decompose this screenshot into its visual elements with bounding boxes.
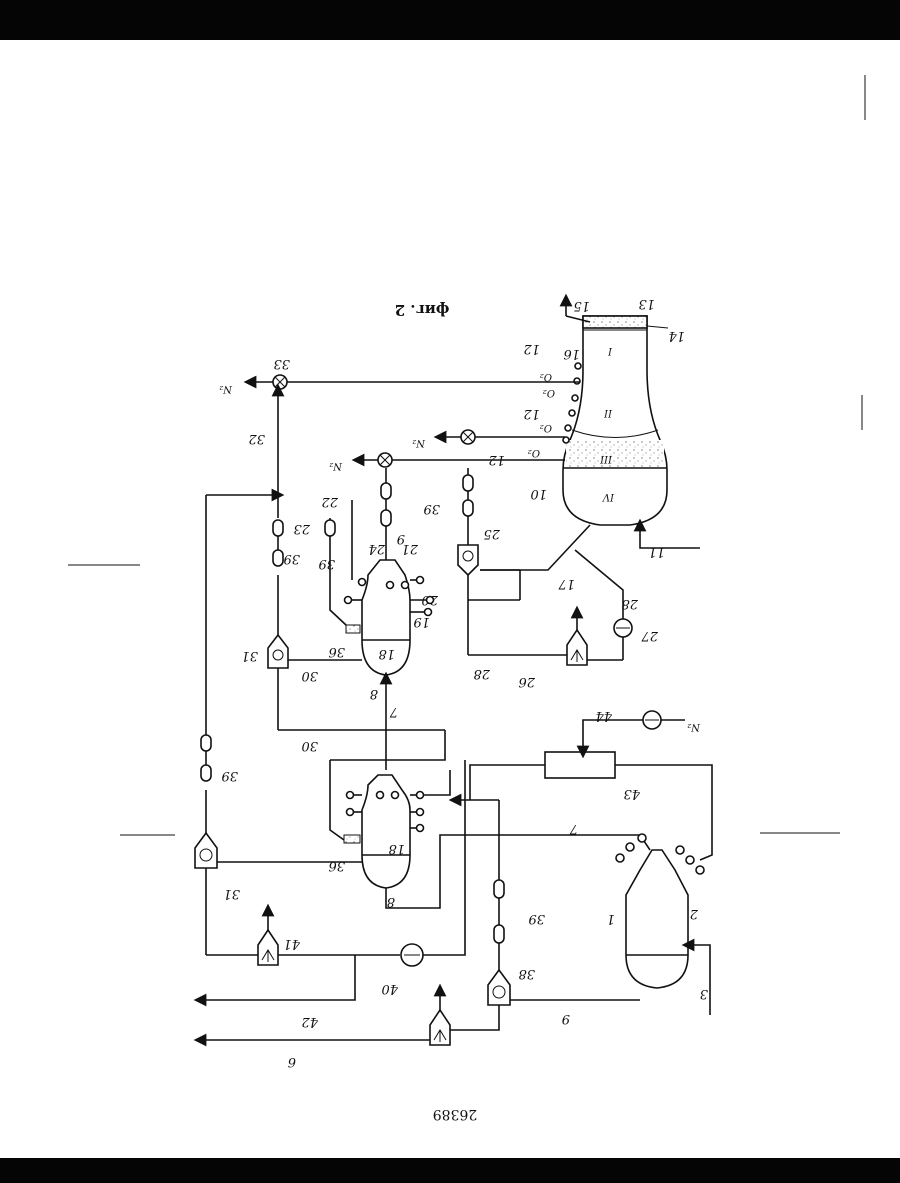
filters-39-upper: [381, 475, 473, 526]
cyclone-38: [488, 970, 510, 1005]
cyclone-25: [458, 545, 478, 575]
svg-text:12: 12: [523, 406, 540, 421]
svg-text:11: 11: [648, 544, 665, 559]
page-number: 26389: [433, 1106, 478, 1122]
svg-text:N₂: N₂: [687, 721, 701, 732]
svg-text:10: 10: [530, 486, 547, 501]
svg-text:21: 21: [401, 541, 419, 556]
svg-text:26: 26: [518, 674, 536, 689]
svg-text:O₂: O₂: [540, 422, 552, 433]
svg-text:28: 28: [621, 596, 639, 611]
pump-44: [643, 711, 661, 729]
svg-text:17: 17: [558, 576, 575, 591]
svg-text:1: 1: [607, 911, 615, 926]
svg-text:8: 8: [370, 686, 378, 701]
svg-text:18: 18: [378, 646, 395, 661]
svg-text:18: 18: [388, 841, 405, 856]
gasifier-1: [626, 850, 688, 988]
svg-text:44: 44: [595, 708, 613, 723]
svg-text:23: 23: [293, 521, 311, 536]
svg-text:3: 3: [700, 986, 708, 1001]
svg-text:16: 16: [563, 346, 580, 361]
svg-text:N₂: N₂: [219, 383, 233, 394]
svg-text:33: 33: [273, 356, 290, 371]
oxygen-inlets: [563, 363, 581, 443]
svg-text:O₂: O₂: [540, 371, 552, 382]
svg-text:N₂: N₂: [329, 460, 343, 471]
cyclone-31-upper: [268, 635, 288, 668]
svg-text:32: 32: [248, 431, 265, 446]
cyclone-31-lower: [195, 833, 217, 868]
svg-text:31: 31: [241, 648, 258, 663]
svg-text:30: 30: [301, 668, 318, 683]
svg-text:24: 24: [368, 541, 386, 556]
svg-text:22: 22: [321, 494, 339, 509]
svg-text:12: 12: [523, 341, 540, 356]
svg-text:7: 7: [389, 704, 398, 719]
svg-text:9: 9: [562, 1011, 570, 1026]
separator-bottom: [430, 1010, 450, 1045]
svg-text:7: 7: [569, 821, 578, 836]
pump-27: [614, 619, 632, 637]
svg-text:15: 15: [573, 298, 590, 313]
gasifier-1-nozzles: [616, 834, 704, 874]
svg-text:8: 8: [387, 894, 395, 909]
separator-26: [567, 630, 587, 665]
valve-33: [273, 375, 287, 389]
svg-text:O₂: O₂: [528, 447, 540, 458]
svg-text:41: 41: [283, 936, 301, 951]
svg-text:30: 30: [301, 738, 318, 753]
heater-36-lower: [344, 835, 360, 843]
burner-43: [545, 752, 615, 778]
svg-text:39: 39: [318, 556, 335, 571]
svg-text:IV: IV: [601, 491, 615, 502]
svg-text:39: 39: [283, 551, 300, 566]
svg-text:I: I: [607, 345, 613, 356]
svg-text:28: 28: [473, 666, 491, 681]
heater-36-upper: [346, 625, 360, 633]
figure-caption: фиг. 2: [395, 301, 450, 319]
reactor-top-layer: [583, 316, 647, 328]
svg-text:O₂: O₂: [543, 387, 555, 398]
pump-40: [401, 944, 423, 966]
svg-text:6: 6: [288, 1054, 296, 1069]
svg-text:2: 2: [690, 906, 699, 921]
svg-text:40: 40: [381, 981, 399, 996]
svg-text:13: 13: [638, 296, 655, 311]
svg-text:39: 39: [423, 501, 440, 516]
svg-text:II: II: [603, 407, 613, 418]
svg-text:39: 39: [221, 768, 238, 783]
svg-text:N₂: N₂: [412, 437, 426, 448]
svg-text:27: 27: [641, 628, 659, 643]
svg-text:31: 31: [223, 886, 240, 901]
svg-text:43: 43: [623, 786, 641, 801]
svg-text:39: 39: [528, 911, 545, 926]
valve-n2-upper: [461, 430, 475, 444]
svg-text:14: 14: [668, 328, 685, 343]
gasifier-8-lower: [362, 775, 410, 888]
separator-41: [258, 930, 278, 965]
svg-text:36: 36: [328, 858, 345, 873]
svg-text:38: 38: [518, 966, 535, 981]
svg-text:25: 25: [483, 526, 501, 541]
svg-text:36: 36: [328, 644, 345, 659]
svg-text:42: 42: [301, 1014, 319, 1029]
valve-n2-lower: [378, 453, 392, 467]
gasifier-8-upper-nozzles: [345, 577, 434, 616]
svg-text:III: III: [599, 453, 613, 464]
